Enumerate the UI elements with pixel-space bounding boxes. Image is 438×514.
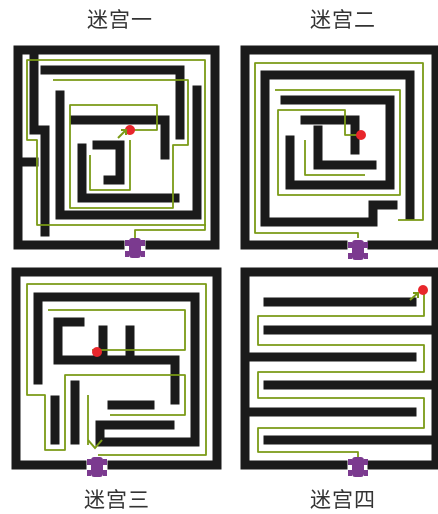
maze-4-goal [418,285,428,295]
maze-3-robot-icon [87,457,107,477]
maze-4-walls [245,272,436,465]
maze-4-route [258,290,424,458]
maze-4 [245,272,436,477]
maze-3 [16,272,217,477]
maze-2-goal [356,130,366,140]
maze-3-goal [92,347,102,357]
maze-1-robot-icon [125,238,145,258]
maze-3-walls [16,272,217,465]
maze-2 [245,50,436,260]
maze-1-title: 迷宫一 [40,4,200,34]
maze-1 [18,50,215,258]
maze-2-walls [245,50,436,245]
maze-2-title: 迷宫二 [263,4,423,34]
maze-2-robot-icon [348,240,368,260]
maze-4-title: 迷宫四 [263,484,423,514]
maze-4-robot-icon [348,457,368,477]
maze-3-title: 迷宫三 [37,484,197,514]
maze-2-route [255,63,423,238]
maze-1-arrow-icon [118,130,126,138]
